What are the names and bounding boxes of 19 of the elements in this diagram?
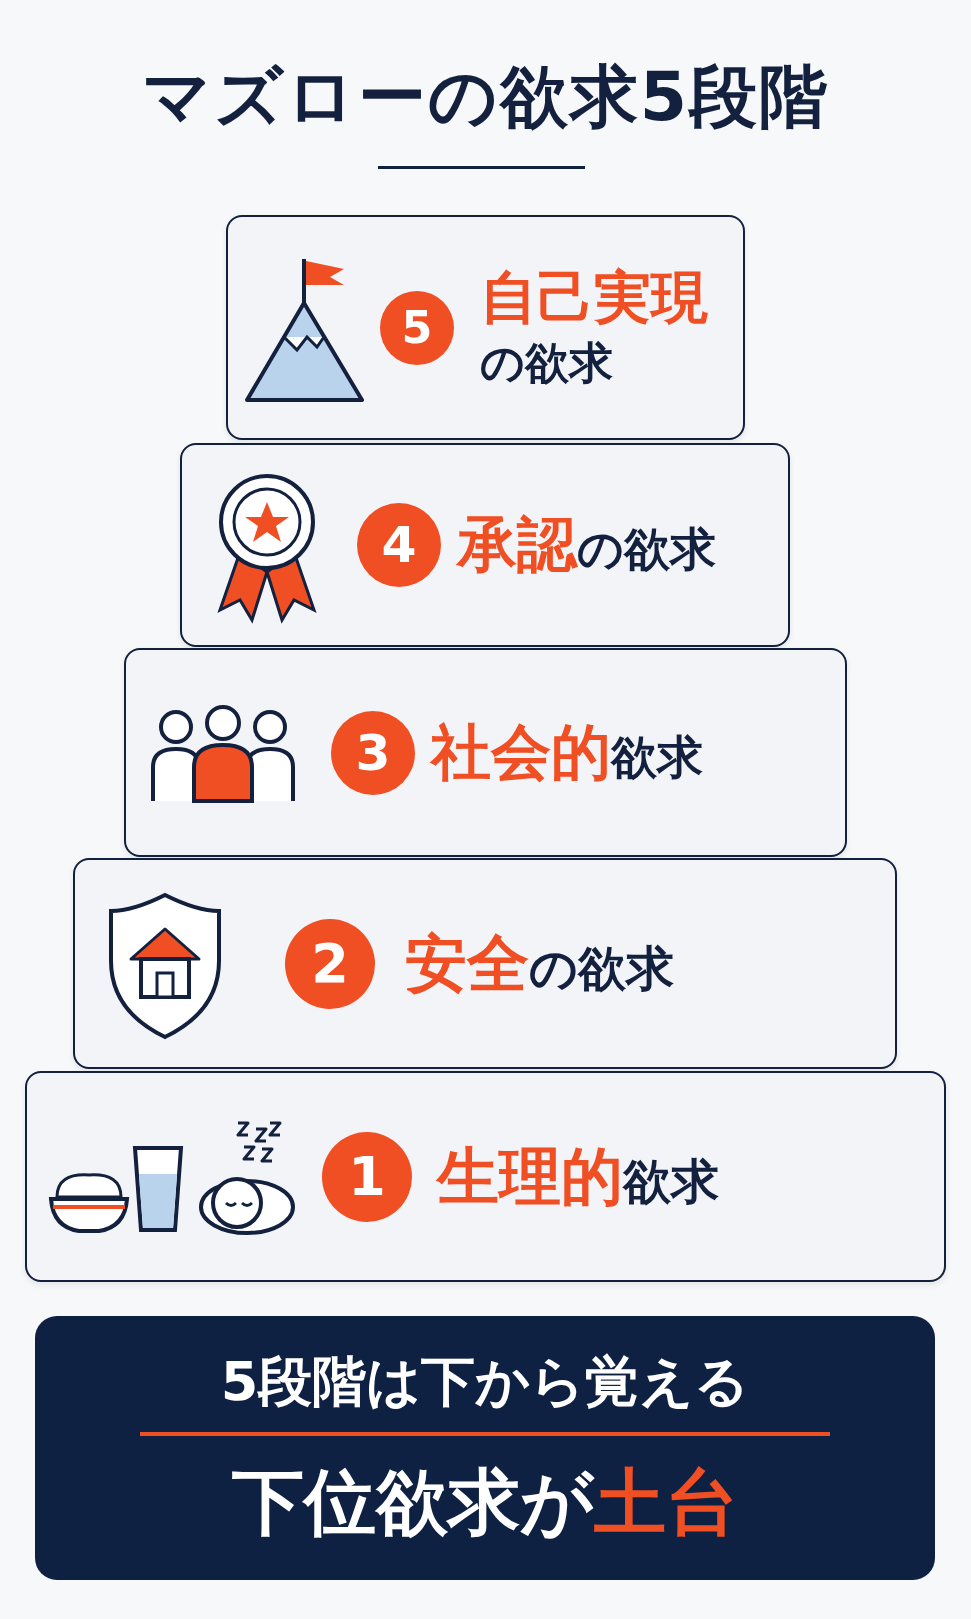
need-label: 安全の欲求 [405,927,674,1002]
step-number: 5 [380,290,454,365]
need-label: 自己実現の欲求 [480,263,708,390]
level-box [73,858,897,1069]
level-box [180,443,790,647]
summary-text: 下位欲求が土台 [231,1459,739,1546]
level-box [226,215,745,440]
step-number: 4 [357,503,441,587]
level-box [25,1071,946,1282]
summary-heading: 5段階は下から覚える [219,1349,751,1415]
title: マズローの欲求5段階 [140,56,831,138]
level-box [124,648,847,857]
need-label: 生理的欲求 [437,1140,719,1215]
step-number: 1 [322,1131,412,1222]
need-label: 社会的欲求 [431,717,703,789]
step-number: 3 [331,710,415,795]
summary-banner [35,1316,935,1580]
step-number: 2 [285,918,375,1009]
need-label: 承認の欲求 [457,510,716,581]
